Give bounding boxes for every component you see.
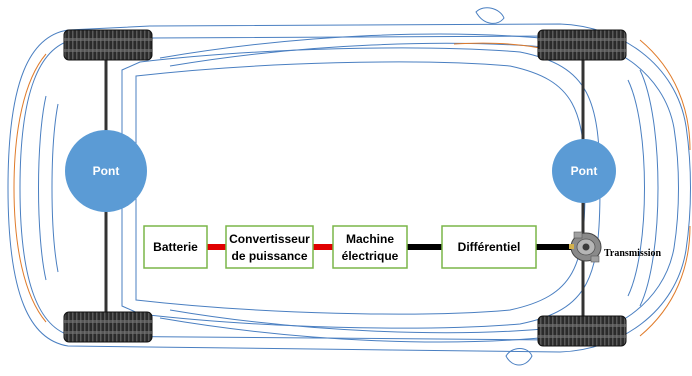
link-differentiel-transmission <box>536 244 572 250</box>
convertisseur-label-line1: Convertisseur <box>229 232 310 246</box>
axles <box>104 58 585 318</box>
link-machine-differentiel <box>407 244 442 250</box>
car-body-outline <box>7 7 691 366</box>
pont-rear-label: Pont <box>93 164 120 178</box>
tire-icon <box>63 311 153 343</box>
pont-rear: Pont <box>65 130 147 212</box>
block-differentiel: Différentiel <box>441 225 537 269</box>
batterie-label: Batterie <box>153 240 198 254</box>
car-body-accents <box>13 39 691 337</box>
machine-label-line1: Machine <box>346 232 394 246</box>
block-machine: Machine électrique <box>332 225 408 269</box>
transmission-label: Transmission <box>604 248 661 259</box>
tire-rear-bottom <box>63 311 153 343</box>
pont-front-label: Pont <box>571 164 598 178</box>
tire-icon <box>537 29 627 61</box>
machine-label-line2: électrique <box>342 249 399 263</box>
tire-rear-top <box>63 29 153 61</box>
block-batterie: Batterie <box>143 225 208 269</box>
pont-front: Pont <box>552 139 616 203</box>
link-convertisseur-machine <box>313 244 333 250</box>
tire-icon <box>537 315 627 347</box>
gearbox-icon <box>569 231 602 263</box>
differentiel-label: Différentiel <box>458 240 521 254</box>
block-convertisseur: Convertisseur de puissance <box>225 225 314 269</box>
links <box>207 244 572 250</box>
tire-front-bottom <box>537 315 627 347</box>
tire-front-top <box>537 29 627 61</box>
tire-icon <box>63 29 153 61</box>
link-batterie-convertisseur <box>207 244 226 250</box>
convertisseur-label-line2: de puissance <box>231 249 307 263</box>
